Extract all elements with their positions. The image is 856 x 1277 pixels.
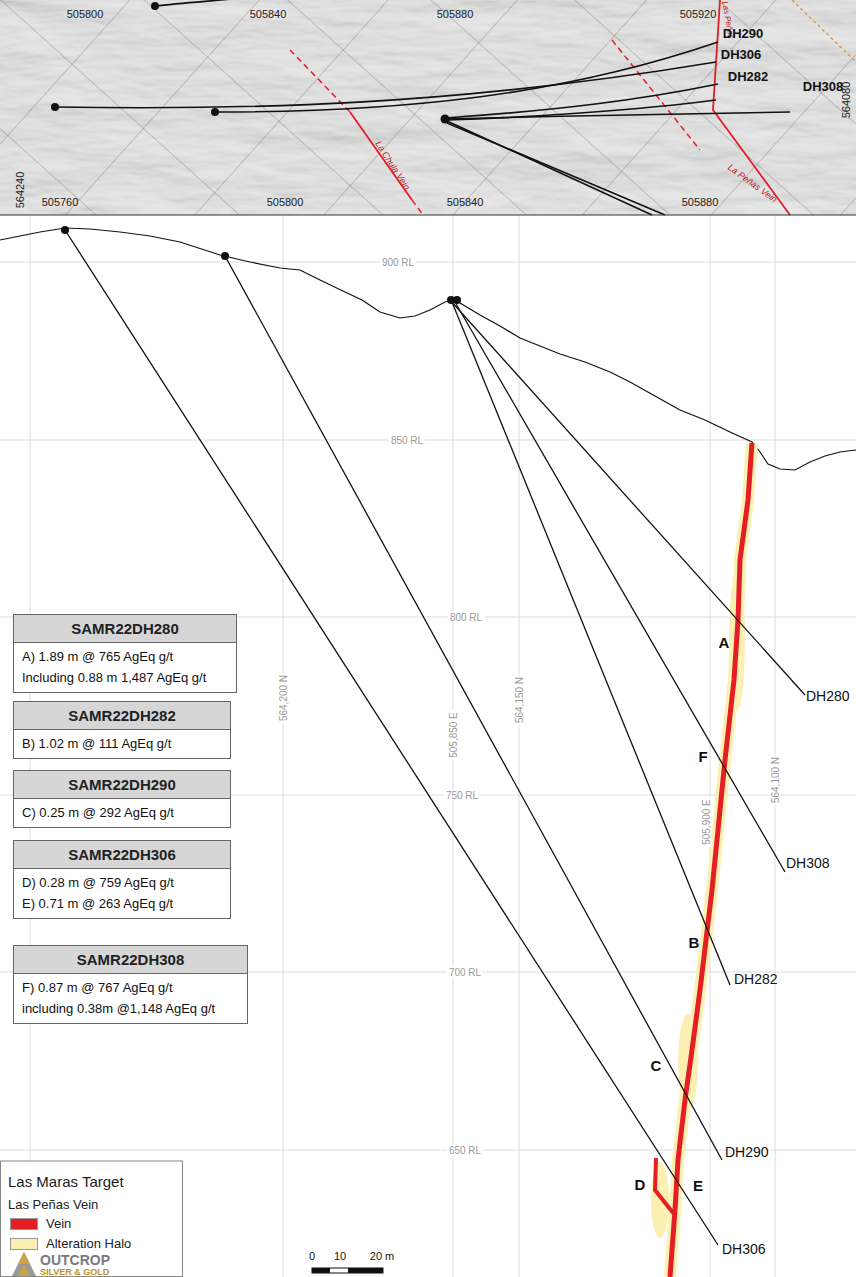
map-label: 505,850 E bbox=[448, 710, 459, 760]
map-label: 564,200 N bbox=[278, 673, 289, 723]
result-box: SAMR22DH280A) 1.89 m @ 765 AgEq g/tInclu… bbox=[13, 614, 237, 693]
intercept-letter: C bbox=[651, 1058, 662, 1075]
drill-hole-label: DH290 bbox=[725, 1145, 769, 1160]
intercept-letter: A bbox=[719, 635, 730, 652]
legend-text: Vein bbox=[46, 1216, 71, 1231]
assay-result: E) 0.71 m @ 263 AgEq g/t bbox=[14, 893, 230, 914]
map-label: 800 RL bbox=[448, 612, 484, 623]
hole-id-header: SAMR22DH306 bbox=[14, 841, 230, 869]
hole-id-header: SAMR22DH282 bbox=[14, 702, 230, 730]
map-label: 505800 bbox=[267, 196, 304, 208]
assay-result: including 0.38m @1,148 AgEq g/t bbox=[14, 998, 247, 1019]
hole-id-header: SAMR22DH280 bbox=[14, 615, 236, 643]
map-label: 505840 bbox=[447, 196, 484, 208]
result-box: SAMR22DH308F) 0.87 m @ 767 AgEq g/tinclu… bbox=[13, 945, 248, 1024]
map-label: 505920 bbox=[680, 8, 717, 20]
result-body: D) 0.28 m @ 759 AgEq g/tE) 0.71 m @ 263 … bbox=[14, 869, 230, 918]
map-label: 505800 bbox=[67, 8, 104, 20]
map-label: 564,100 N bbox=[770, 755, 781, 805]
result-body: C) 0.25 m @ 292 AgEq g/t bbox=[14, 799, 230, 827]
assay-result: C) 0.25 m @ 292 AgEq g/t bbox=[14, 802, 230, 823]
intercept-letter: D bbox=[635, 1177, 646, 1194]
intercept-letter: E bbox=[693, 1178, 703, 1195]
result-body: F) 0.87 m @ 767 AgEq g/tincluding 0.38m … bbox=[14, 974, 247, 1023]
legend-text: Alteration Halo bbox=[46, 1236, 131, 1251]
assay-result: B) 1.02 m @ 111 AgEq g/t bbox=[14, 733, 230, 754]
map-label: 505760 bbox=[42, 196, 79, 208]
section-grid bbox=[0, 216, 856, 1277]
map-label: 505880 bbox=[682, 196, 719, 208]
map-label: 0 bbox=[309, 1250, 315, 1262]
assay-result: D) 0.28 m @ 759 AgEq g/t bbox=[14, 872, 230, 893]
map-label: 505,900 E bbox=[701, 797, 712, 847]
map-label: DH306 bbox=[721, 48, 761, 62]
map-label: DH282 bbox=[728, 70, 768, 84]
hole-id-header: SAMR22DH308 bbox=[14, 946, 247, 974]
assay-result: F) 0.87 m @ 767 AgEq g/t bbox=[14, 977, 247, 998]
map-label: 850 RL bbox=[389, 435, 425, 446]
assay-result: Including 0.88 m 1,487 AgEq g/t bbox=[14, 667, 236, 688]
map-label: 505840 bbox=[250, 8, 287, 20]
map-label: 564240 bbox=[14, 172, 26, 209]
drill-hole-label: DH308 bbox=[786, 856, 830, 871]
map-label: 505880 bbox=[437, 8, 474, 20]
map-label: Las Maras Target bbox=[8, 1174, 124, 1191]
legend-swatch bbox=[10, 1238, 38, 1250]
scale-bar bbox=[312, 1268, 383, 1273]
intercept-letter: B bbox=[689, 935, 700, 952]
logo-mark bbox=[12, 1252, 36, 1276]
result-body: B) 1.02 m @ 111 AgEq g/t bbox=[14, 730, 230, 758]
drill-hole-label: DH306 bbox=[722, 1242, 766, 1257]
collar-dots bbox=[61, 226, 461, 304]
map-label: 564,150 N bbox=[514, 675, 525, 725]
map-label: 750 RL bbox=[444, 790, 480, 801]
result-box: SAMR22DH282 B) 1.02 m @ 111 AgEq g/t bbox=[13, 701, 231, 759]
map-label: 20 m bbox=[370, 1250, 394, 1262]
result-body: A) 1.89 m @ 765 AgEq g/tIncluding 0.88 m… bbox=[14, 643, 236, 692]
result-box: SAMR22DH306D) 0.28 m @ 759 AgEq g/tE) 0.… bbox=[13, 840, 231, 919]
hole-id-header: SAMR22DH290 bbox=[14, 771, 230, 799]
topography-line bbox=[0, 228, 856, 470]
plan-map bbox=[0, 0, 856, 215]
result-box: SAMR22DH290 C) 0.25 m @ 292 AgEq g/t bbox=[13, 770, 231, 828]
map-label: DH290 bbox=[723, 27, 763, 41]
map-label: OUTCROP bbox=[40, 1253, 110, 1268]
map-label: 700 RL bbox=[447, 967, 483, 978]
map-label: 10 bbox=[334, 1250, 346, 1262]
map-label: 650 RL bbox=[447, 1145, 483, 1156]
intercept-letter: F bbox=[698, 749, 707, 766]
legend-swatch bbox=[10, 1218, 38, 1230]
drill-hole-label: DH282 bbox=[734, 972, 778, 987]
map-label: Las Peñas Vein bbox=[8, 1198, 98, 1212]
legend-box bbox=[1, 1161, 183, 1277]
assay-result: A) 1.89 m @ 765 AgEq g/t bbox=[14, 646, 236, 667]
map-label: DH308 bbox=[803, 80, 843, 94]
drill-hole-label: DH280 bbox=[806, 689, 850, 704]
map-label: 900 RL bbox=[380, 257, 416, 268]
map-label: SILVER & GOLD bbox=[40, 1268, 109, 1277]
